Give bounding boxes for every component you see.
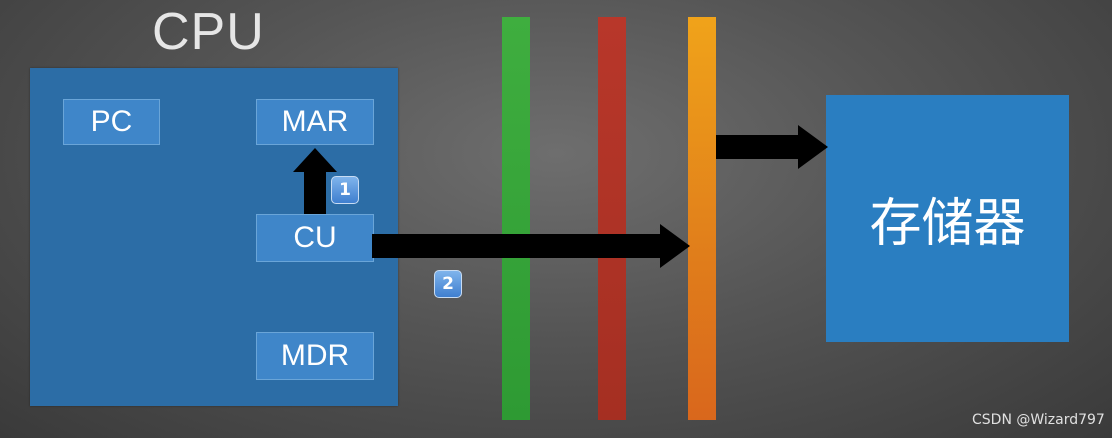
control-unit: CU [256, 214, 374, 262]
arrow-bus-to-memory [716, 125, 828, 169]
data-bus-green [502, 17, 530, 420]
control-bus-orange [688, 17, 716, 420]
address-bus-red [598, 17, 626, 420]
watermark: CSDN @Wizard797 [972, 412, 1105, 428]
register-mar: MAR [256, 99, 374, 145]
memory-box: 存储器 [826, 95, 1069, 342]
register-mdr: MDR [256, 332, 374, 380]
cpu-title: CPU [152, 3, 265, 61]
step-1-badge: 1 [331, 176, 359, 204]
step-2-badge: 2 [434, 270, 462, 298]
arrow-cu-to-mar [293, 148, 337, 214]
arrow-cu-to-bus [372, 224, 690, 268]
register-pc: PC [63, 99, 160, 145]
